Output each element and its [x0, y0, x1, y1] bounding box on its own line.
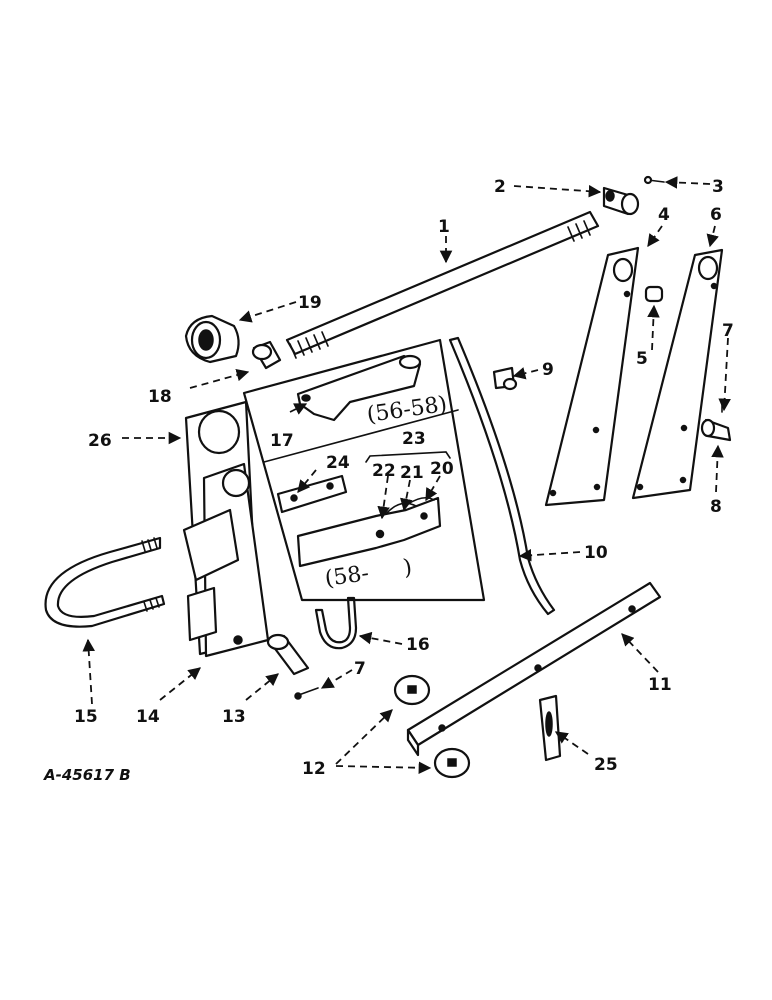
callout-18: 18	[148, 387, 172, 407]
callout-9: 9	[542, 360, 554, 380]
part-3-cotter-pin	[643, 175, 665, 185]
callout-4: 4	[658, 205, 670, 225]
callout-12: 12	[302, 759, 326, 779]
part-14-bracket	[182, 462, 270, 658]
callout-13: 13	[222, 707, 246, 727]
part-12-washer-upper	[393, 674, 431, 706]
part-9-collar	[492, 366, 518, 391]
callout-11: 11	[648, 675, 672, 695]
part-13-bolt	[266, 633, 310, 676]
part-15-u-bolt	[44, 536, 166, 628]
callout-16: 16	[406, 635, 430, 655]
leader-lines	[82, 176, 731, 775]
part-18-pin	[251, 340, 282, 370]
part-7-cotter-pin-lower	[294, 687, 319, 700]
callout-8: 8	[710, 497, 722, 517]
part-8-clevis-pin	[700, 418, 732, 442]
callout-20: 20	[430, 459, 454, 479]
part-4-side-plate	[544, 246, 640, 507]
callout-2: 2	[494, 177, 506, 197]
callout-24: 24	[326, 453, 350, 473]
callout-26: 26	[88, 431, 112, 451]
part-25-clip	[538, 694, 562, 762]
part-24-link-plate	[276, 474, 348, 514]
callout-10: 10	[584, 543, 608, 563]
callout-1: 1	[438, 217, 450, 237]
callout-15: 15	[74, 707, 98, 727]
part-11-square-bar	[406, 581, 662, 757]
callout-17: 17	[270, 431, 294, 451]
callout-23: 23	[402, 429, 426, 449]
callout-21: 21	[400, 463, 424, 483]
part-6-side-plate	[631, 248, 724, 500]
part-19-bearing	[184, 314, 240, 364]
part-1-threaded-rod	[285, 210, 600, 359]
callout-22: 22	[372, 461, 396, 481]
inset-panel	[242, 338, 486, 602]
callout-5: 5	[636, 349, 648, 369]
callout-7-lower: 7	[354, 659, 366, 679]
callout-7-right: 7	[722, 321, 734, 341]
callout-6: 6	[710, 205, 722, 225]
part-23-assembly	[296, 496, 442, 568]
callout-3: 3	[712, 177, 724, 197]
years-note-upper: (56-58)	[365, 392, 448, 428]
part-5-bolt	[644, 285, 664, 303]
callout-14: 14	[136, 707, 160, 727]
callout-19: 19	[298, 293, 322, 313]
years-note-lower: (58- )	[323, 555, 413, 592]
part-12-washer-lower	[433, 747, 471, 779]
drawing-number: A-45617 B	[43, 766, 131, 784]
part-2-bushing	[602, 186, 640, 216]
part-16-small-u-bolt	[314, 596, 358, 650]
callout-25: 25	[594, 755, 618, 775]
part-10-curved-rod	[448, 336, 556, 616]
